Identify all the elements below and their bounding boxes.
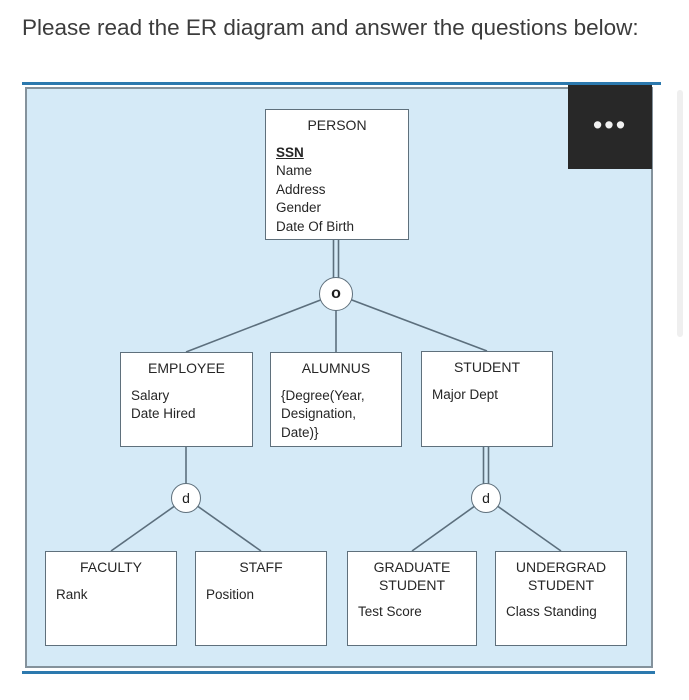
attribute-degree-composite: {Degree(Year, Designation, Date)} [281, 387, 365, 440]
top-accent-line [22, 82, 661, 85]
attribute-name: Name [276, 163, 313, 179]
entity-undergrad-student-title: UNDERGRAD STUDENT [515, 559, 607, 593]
entity-staff: STAFF Position [195, 551, 327, 646]
entity-graduate-student: GRADUATE STUDENT Test Score [347, 551, 477, 646]
disjoint-left-label: d [182, 490, 190, 506]
overlap-specialization-circle: o [319, 277, 353, 311]
attribute-ssn: SSN [276, 144, 304, 160]
page-title: Please read the ER diagram and answer th… [22, 15, 639, 40]
attribute-test-score: Test Score [358, 604, 422, 619]
entity-student-title: STUDENT [453, 359, 521, 375]
disjoint-specialization-circle-employee: d [171, 483, 201, 513]
attribute-address: Address [276, 181, 326, 197]
entity-person-title: PERSON [307, 117, 367, 133]
disjoint-right-label: d [482, 490, 490, 506]
attribute-rank: Rank [56, 586, 88, 602]
overlap-circle-label: o [331, 285, 341, 302]
attribute-gender: Gender [276, 200, 322, 216]
entity-graduate-student-title: GRADUATE STUDENT [373, 559, 451, 593]
attribute-position: Position [206, 586, 255, 602]
attribute-salary: Salary [131, 387, 170, 403]
attribute-major-dept: Major Dept [432, 386, 499, 402]
attribute-class-standing: Class Standing [506, 604, 597, 619]
entity-faculty-title: FACULTY [80, 559, 142, 575]
attribute-date-of-birth: Date Of Birth [276, 219, 355, 234]
attribute-date-hired: Date Hired [131, 406, 196, 422]
er-diagram-canvas: PERSON SSN Name Address Gender Date Of B… [25, 87, 653, 668]
entity-employee: EMPLOYEE Salary Date Hired [120, 352, 253, 447]
ellipsis-icon: ••• [592, 109, 628, 140]
scrollbar-thumb[interactable] [677, 90, 683, 337]
options-menu-button[interactable]: ••• [568, 85, 652, 169]
entity-alumnus: ALUMNUS {Degree(Year, Designation, Date)… [270, 352, 402, 447]
entity-staff-title: STAFF [239, 559, 283, 575]
entity-faculty: FACULTY Rank [45, 551, 177, 646]
entity-person: PERSON SSN Name Address Gender Date Of B… [265, 109, 409, 240]
bottom-accent-line [22, 671, 655, 674]
disjoint-specialization-circle-student: d [471, 483, 501, 513]
entity-undergrad-student: UNDERGRAD STUDENT Class Standing [495, 551, 627, 646]
entity-employee-title: EMPLOYEE [147, 360, 226, 376]
entity-student: STUDENT Major Dept [421, 351, 553, 447]
entity-alumnus-title: ALUMNUS [301, 360, 371, 376]
